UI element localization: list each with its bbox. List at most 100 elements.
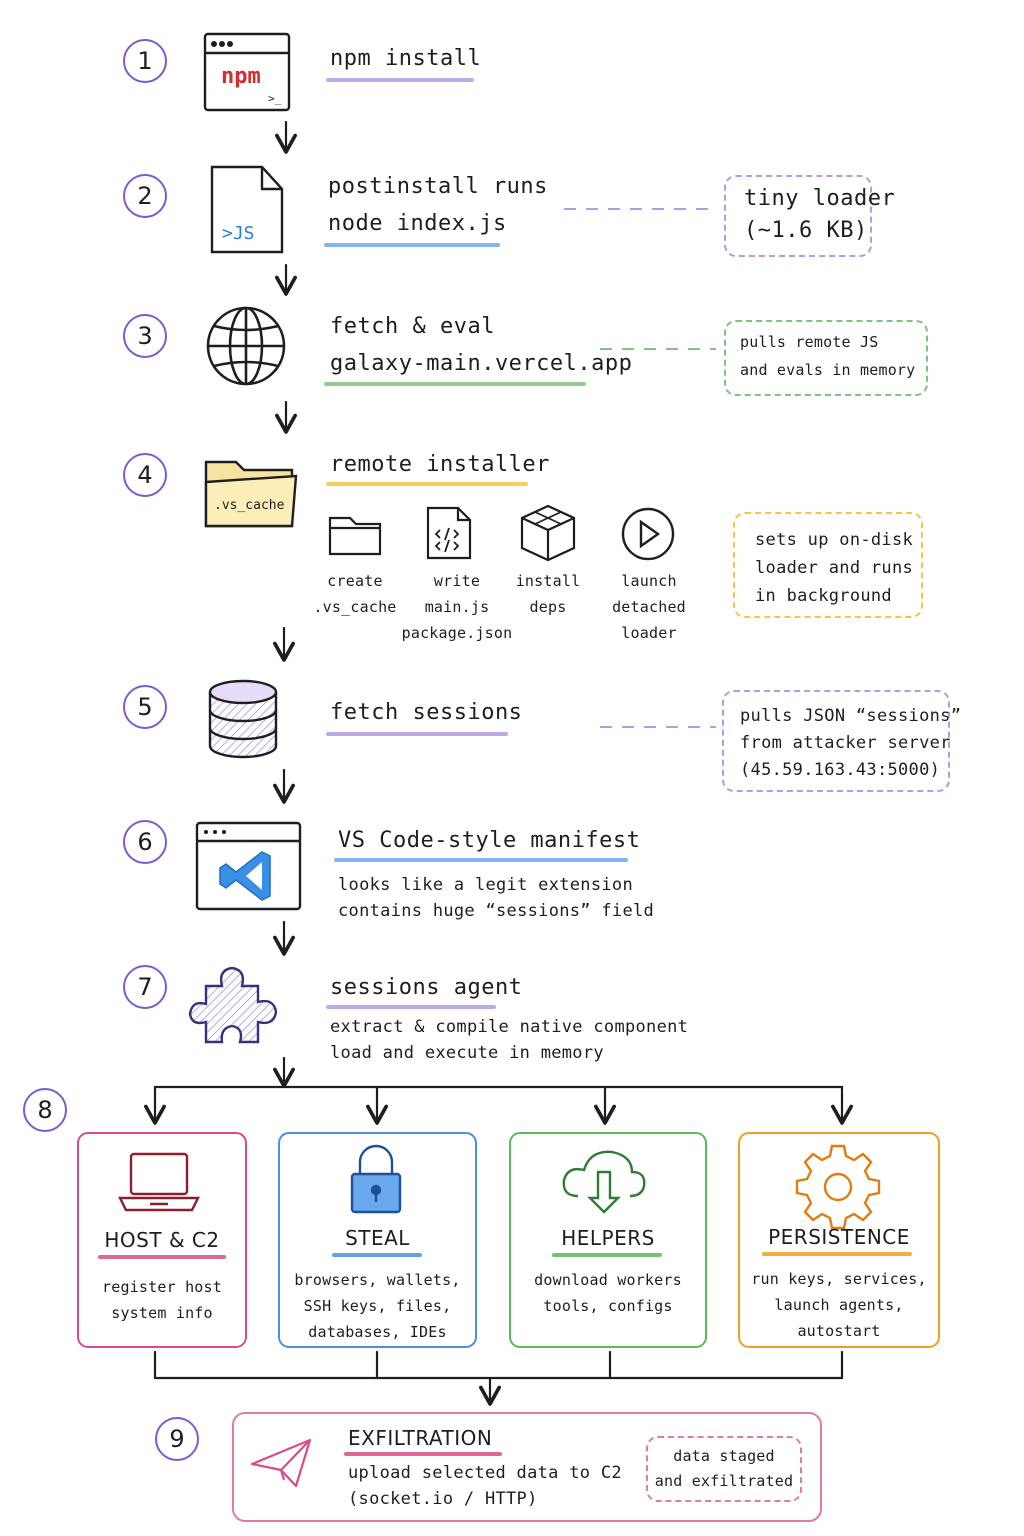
substep-1-line-1: create <box>327 572 383 590</box>
note-connectors <box>564 208 716 728</box>
module-host-text: register host system info <box>78 1274 246 1326</box>
substep-launch-loader: launch detached loader <box>600 568 698 646</box>
step-7-underline <box>326 1005 496 1009</box>
module-host-line-2: system info <box>111 1304 213 1322</box>
step-4-title: remote installer <box>330 452 550 477</box>
step-4-underline <box>326 482 528 486</box>
substep-4-line-2: detached <box>612 598 686 616</box>
play-icon <box>621 507 675 561</box>
step-3-title-line-2: galaxy-main.vercel.app <box>330 351 633 376</box>
cloud-download-icon <box>562 1150 646 1214</box>
note-pulls-remote-js <box>724 320 928 396</box>
step-6-desc-line-2: contains huge “sessions” field <box>338 901 655 921</box>
step-6-underline <box>334 858 628 862</box>
module-steal-text: browsers, wallets, SSH keys, files, data… <box>279 1267 476 1345</box>
note-pulls-sessions-line-1: pulls JSON “sessions” <box>740 706 962 726</box>
note-pulls-sessions-line-3: (45.59.163.43:5000) <box>740 760 941 780</box>
step-5-title: fetch sessions <box>330 700 523 725</box>
step-7-description: extract & compile native component load … <box>330 1014 688 1066</box>
step-3-title-line-1: fetch & eval <box>330 314 495 339</box>
step-1-title: npm install <box>330 46 482 71</box>
vscode-window-icon <box>195 821 302 911</box>
step-2-underline <box>324 243 500 247</box>
note-on-disk-loader-line-2: loader and runs <box>755 558 914 578</box>
step-number-5: 5 <box>123 685 167 729</box>
note-pulls-sessions-line-2: from attacker server <box>740 733 951 753</box>
final-title: EXFILTRATION <box>348 1426 493 1450</box>
step-7-title: sessions agent <box>330 975 523 1000</box>
note-pulls-remote-js-line-1: pulls remote JS <box>740 333 879 351</box>
svg-text:>_: >_ <box>268 92 282 105</box>
module-helpers-text: download workers tools, configs <box>510 1267 706 1319</box>
final-text: upload selected data to C2 (socket.io / … <box>348 1460 622 1512</box>
note-pulls-sessions-text: pulls JSON “sessions” from attacker serv… <box>740 703 961 784</box>
module-steal-title: STEAL <box>345 1226 410 1250</box>
module-persistence-line-1: run keys, services, <box>751 1270 927 1288</box>
step-6-desc-line-1: looks like a legit extension <box>338 875 633 895</box>
note-data-staged-text: data staged and exfiltrated <box>646 1444 802 1494</box>
module-box-persistence <box>738 1132 940 1348</box>
step-6-title: VS Code-style manifest <box>338 828 641 853</box>
note-tiny-loader <box>724 175 872 257</box>
substep-3-line-1: install <box>515 572 581 590</box>
module-box-steal <box>278 1132 477 1348</box>
substep-2-line-2: main.js <box>424 598 490 616</box>
note-on-disk-loader <box>733 512 923 618</box>
module-helpers-underline <box>552 1253 662 1257</box>
step-7-desc-line-2: load and execute in memory <box>330 1043 604 1063</box>
module-host-line-1: register host <box>102 1278 222 1296</box>
note-pulls-remote-js-line-2: and evals in memory <box>740 361 916 379</box>
database-icon <box>208 679 278 759</box>
step-number-7: 7 <box>123 965 167 1009</box>
folder-icon-label: .vs_cache <box>214 498 285 513</box>
step-5-underline <box>326 732 508 736</box>
module-steal-line-3: databases, IDEs <box>308 1323 447 1341</box>
note-on-disk-loader-line-3: in background <box>755 586 892 606</box>
substep-4-line-1: launch <box>621 572 677 590</box>
module-helpers-line-2: tools, configs <box>543 1297 673 1315</box>
npm-terminal-icon: npm >_ <box>203 32 291 112</box>
substep-4-line-3: loader <box>621 624 677 642</box>
step-number-9: 9 <box>155 1417 199 1461</box>
module-steal-underline <box>332 1253 422 1257</box>
code-file-icon <box>426 506 472 560</box>
paper-plane-icon <box>250 1438 312 1488</box>
module-steal-line-1: browsers, wallets, <box>294 1271 461 1289</box>
svg-text:npm: npm <box>221 64 261 89</box>
step-3-underline <box>324 382 586 386</box>
step-number-4: 4 <box>123 453 167 497</box>
note-pulls-sessions <box>722 690 950 792</box>
module-helpers-title: HELPERS <box>561 1226 655 1250</box>
final-line-1: upload selected data to C2 <box>348 1463 622 1483</box>
laptop-icon <box>118 1152 200 1212</box>
module-persistence-text: run keys, services, launch agents, autos… <box>739 1266 939 1344</box>
substep-install-deps: install deps <box>504 568 592 620</box>
package-box-icon <box>520 504 576 562</box>
final-underline <box>344 1452 502 1456</box>
step-number-2: 2 <box>123 174 167 218</box>
note-on-disk-loader-text: sets up on-disk loader and runs in backg… <box>755 526 913 610</box>
lock-icon <box>350 1144 402 1214</box>
step-number-6: 6 <box>123 820 167 864</box>
module-box-helpers <box>509 1132 707 1348</box>
step-1-underline <box>326 78 474 82</box>
note-tiny-loader-line-2: (~1.6 KB) <box>744 218 868 243</box>
flow-arrows <box>144 120 853 1406</box>
step-2-title-line-1: postinstall runs <box>328 174 548 199</box>
note-data-staged-line-1: data staged <box>673 1447 775 1465</box>
note-tiny-loader-line-1: tiny loader <box>744 186 896 211</box>
substep-3-line-2: deps <box>529 598 567 616</box>
step-7-desc-line-1: extract & compile native component <box>330 1017 689 1037</box>
step-number-1: 1 <box>123 39 167 83</box>
module-box-host <box>77 1132 247 1348</box>
module-host-underline <box>98 1255 226 1259</box>
module-persistence-title: PERSISTENCE <box>768 1225 910 1249</box>
puzzle-piece-icon <box>188 966 278 1044</box>
substep-create-folder: create .vs_cache <box>305 568 405 620</box>
module-persistence-line-2: launch agents, <box>774 1296 904 1314</box>
final-box <box>232 1412 822 1522</box>
gear-icon <box>795 1144 881 1230</box>
module-persistence-line-3: autostart <box>797 1322 881 1340</box>
step-2-title-line-2: node index.js <box>328 211 507 236</box>
note-on-disk-loader-line-1: sets up on-disk <box>755 530 914 550</box>
